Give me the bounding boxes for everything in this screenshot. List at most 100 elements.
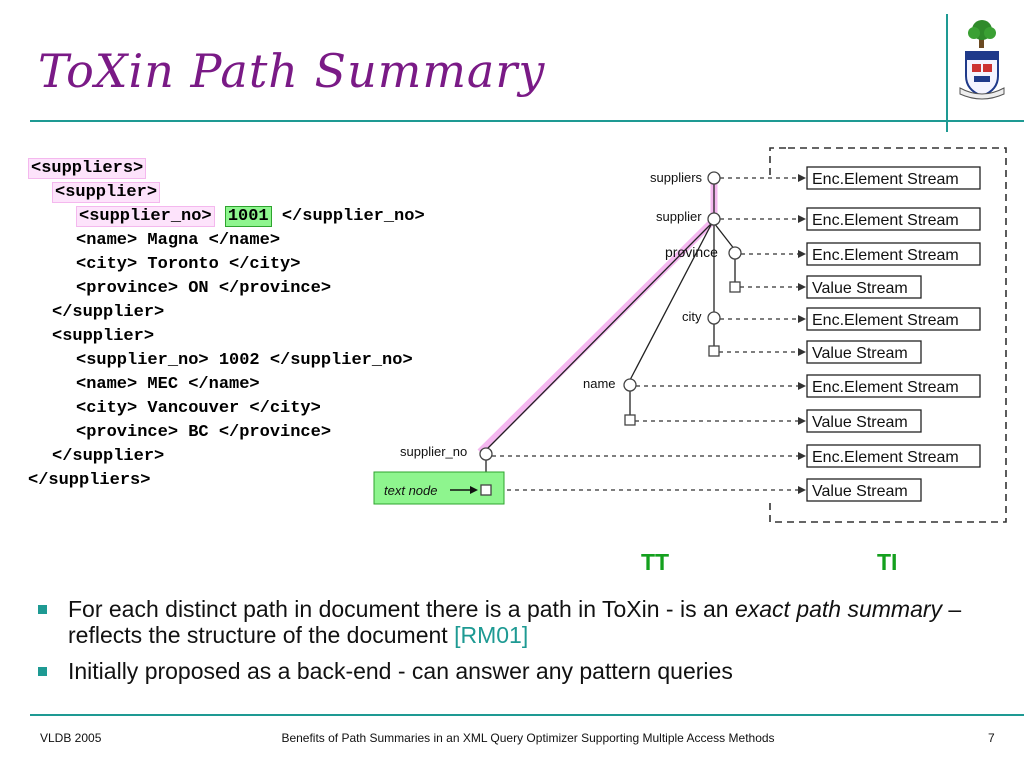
arrow-head-icon (798, 215, 806, 223)
arrow-head-icon (798, 382, 806, 390)
text-node-province (729, 281, 741, 293)
footer-conference: VLDB 2005 (40, 731, 102, 745)
tree-nodes (479, 171, 742, 461)
xml-line: <name> Magna </name> (76, 230, 280, 252)
bullet-square-icon (38, 605, 47, 614)
arrow-head-icon (798, 283, 806, 291)
header-horizontal-rule (30, 120, 1024, 122)
xml-line: </supplier> (52, 302, 164, 324)
text-node-name (624, 414, 636, 426)
stream-label: Value Stream (812, 280, 908, 297)
arrow-head-icon (798, 174, 806, 182)
stream-label: Enc.Element Stream (812, 247, 959, 264)
xml-line: <province> ON </province> (76, 278, 331, 300)
arrow-head-icon (798, 417, 806, 425)
xml-line: <suppliers> (28, 158, 147, 180)
stream-connectors (491, 174, 806, 494)
label-city: city (682, 309, 702, 324)
stream-box (806, 478, 922, 502)
footer-rule (30, 714, 1024, 716)
label-supplier-no: supplier_no (400, 444, 467, 459)
xml-line: <supplier_no> 1002 </supplier_no> (76, 350, 413, 372)
xml-green-highlight: 1001 (224, 206, 272, 227)
stream-label: Value Stream (812, 414, 908, 431)
arrow-head-icon (798, 452, 806, 460)
stream-label: Value Stream (812, 483, 908, 500)
stream-label: Enc.Element Stream (812, 312, 959, 329)
bullet-square-icon (38, 667, 47, 676)
text-node-supplier-no (480, 484, 492, 496)
xml-pink-highlight: <supplier_no> (76, 206, 215, 227)
xml-line: <province> BC </province> (76, 422, 331, 444)
footer-title: Benefits of Path Summaries in an XML Que… (281, 731, 775, 745)
label-suppliers: suppliers (650, 170, 703, 185)
xml-text: <name> Magna </name> (76, 231, 281, 250)
bullet-1-text-tail: – reflects the structure of the document (68, 596, 962, 648)
node-name (623, 378, 637, 392)
xml-text: <city> Vancouver </city> (76, 399, 321, 418)
arrow-head-icon (798, 250, 806, 258)
bullet-item-1: For each distinct path in document there… (38, 596, 978, 648)
xml-text: <province> ON </province> (76, 279, 332, 298)
text-node-city (708, 345, 720, 357)
text-node-label: text node (384, 483, 438, 498)
xml-line: </supplier> (52, 446, 164, 468)
xml-text: <supplier> (52, 327, 155, 346)
xml-text: <supplier_no> 1002 </supplier_no> (76, 351, 413, 370)
xml-line: <supplier_no> 1001 </supplier_no> (76, 206, 425, 228)
tree-edges (485, 181, 736, 484)
stream-box (806, 444, 981, 468)
path-summary-diagram: text node suppliers supplier province ci… (373, 147, 1007, 575)
arrow-head-icon (798, 348, 806, 356)
arrow-head-icon (798, 486, 806, 494)
xml-line: <supplier> (52, 326, 154, 348)
xml-text: </suppliers> (28, 471, 151, 490)
stream-label: Enc.Element Stream (812, 212, 959, 229)
stream-box (806, 166, 981, 190)
bullet-2-text: Initially proposed as a back-end - can a… (68, 658, 733, 684)
stream-label: Enc.Element Stream (812, 379, 959, 396)
node-city (707, 311, 721, 325)
xml-pink-highlight: <suppliers> (28, 158, 147, 179)
xml-line: <supplier> (52, 182, 161, 204)
xml-line: <name> MEC </name> (76, 374, 260, 396)
node-supplier-no (479, 447, 493, 461)
bullet-1-emphasis: exact path summary (734, 596, 943, 622)
slide-title: ToXin Path Summary (38, 44, 546, 98)
xml-text: <city> Toronto </city> (76, 255, 301, 274)
xml-text: <province> BC </province> (76, 423, 332, 442)
stream-box (806, 374, 981, 398)
stream-label: Value Stream (812, 345, 908, 362)
stream-box (806, 207, 981, 231)
node-province (728, 246, 742, 260)
stream-box (806, 242, 981, 266)
page-number: 7 (988, 731, 995, 745)
stream-box (806, 409, 922, 433)
ti-label: TI (877, 549, 897, 575)
stream-label: Enc.Element Stream (812, 171, 959, 188)
university-crest-logo (959, 20, 1005, 100)
xml-text: <name> MEC </name> (76, 375, 260, 394)
header-vertical-rule (946, 14, 948, 132)
label-name: name (583, 376, 616, 391)
node-suppliers (707, 171, 721, 185)
label-province: province (665, 244, 718, 260)
xml-text: </supplier_no> (271, 207, 425, 226)
xml-text: </supplier> (52, 447, 165, 466)
stream-label: Enc.Element Stream (812, 449, 959, 466)
ti-index-boundary (769, 147, 1007, 523)
xml-line: </suppliers> (28, 470, 150, 492)
stream-box (806, 307, 981, 331)
tt-label: TT (641, 549, 669, 575)
citation-link[interactable]: [RM01] (454, 622, 529, 648)
xml-text: </supplier> (52, 303, 165, 322)
stream-box (806, 340, 922, 364)
node-supplier (707, 212, 721, 226)
xml-line: <city> Vancouver </city> (76, 398, 321, 420)
xml-line: <city> Toronto </city> (76, 254, 300, 276)
arrow-head-icon (798, 315, 806, 323)
label-supplier: supplier (656, 209, 702, 224)
bullet-item-2: Initially proposed as a back-end - can a… (38, 658, 978, 684)
xml-pink-highlight: <supplier> (52, 182, 161, 203)
